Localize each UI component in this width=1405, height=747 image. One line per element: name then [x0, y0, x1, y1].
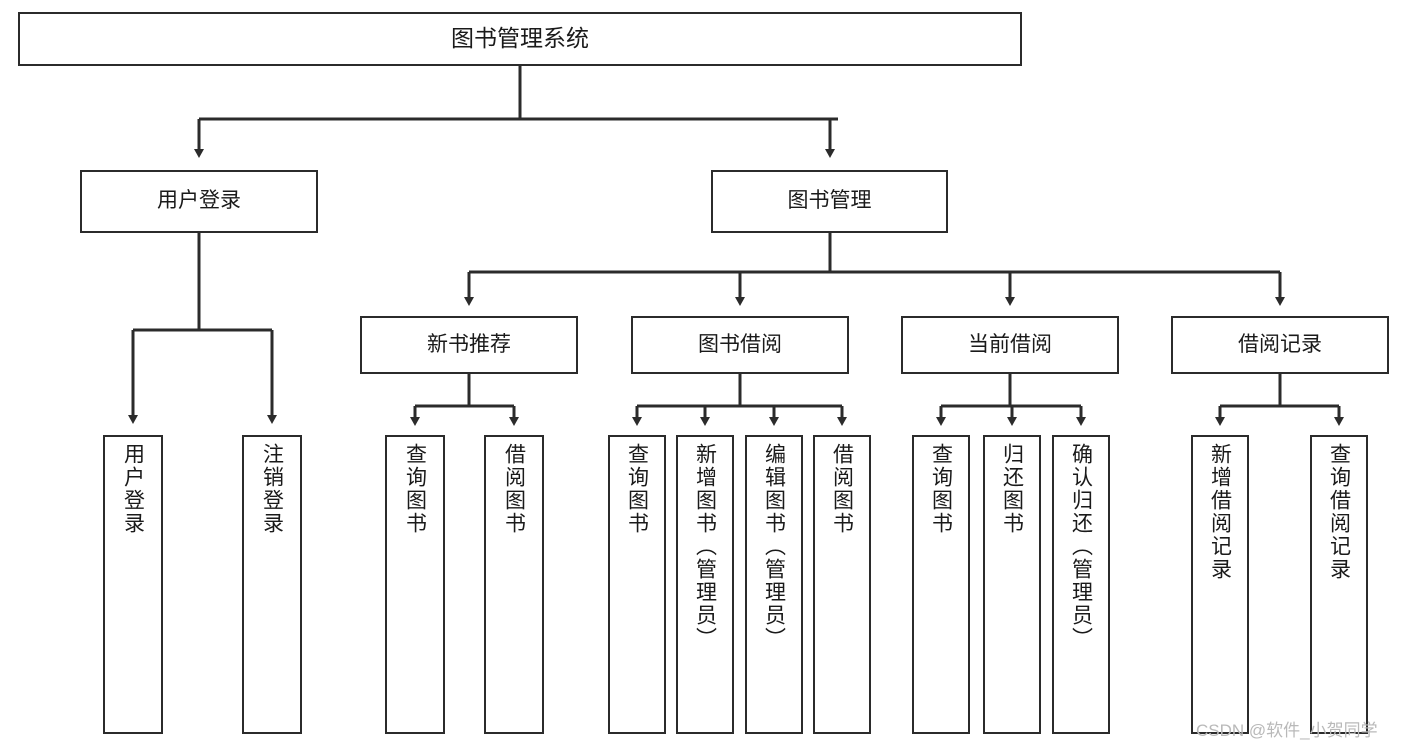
node-borrow-records[interactable]: 借阅记录 — [1171, 316, 1389, 374]
node-root[interactable]: 图书管理系统 — [18, 12, 1022, 66]
node-book-borrow[interactable]: 图书借阅 — [631, 316, 849, 374]
node-current-borrow[interactable]: 当前借阅 — [901, 316, 1119, 374]
node-book-management-label: 图书管理 — [787, 189, 872, 213]
node-leaf-label: 归还图书 — [1000, 443, 1024, 535]
node-leaf-logout[interactable]: 注销登录 — [242, 435, 302, 734]
node-leaf-borrow-book-new[interactable]: 借阅图书 — [484, 435, 544, 734]
node-leaf-user-login[interactable]: 用户登录 — [103, 435, 163, 734]
node-leaf-query-book-current[interactable]: 查询图书 — [912, 435, 970, 734]
node-leaf-borrow-book[interactable]: 借阅图书 — [813, 435, 871, 734]
node-leaf-label: 新增图书（管理员） — [693, 443, 717, 650]
node-leaf-label: 借阅图书 — [830, 443, 854, 535]
node-leaf-label: 确认归还（管理员） — [1069, 443, 1093, 650]
node-leaf-label: 注销登录 — [260, 443, 284, 535]
node-new-book-recommend[interactable]: 新书推荐 — [360, 316, 578, 374]
node-leaf-query-book-new[interactable]: 查询图书 — [385, 435, 445, 734]
node-leaf-label: 查询图书 — [625, 443, 649, 535]
node-leaf-add-borrow-record[interactable]: 新增借阅记录 — [1191, 435, 1249, 734]
node-book-borrow-label: 图书借阅 — [698, 332, 782, 356]
node-borrow-records-label: 借阅记录 — [1238, 332, 1322, 356]
node-leaf-query-borrow-record[interactable]: 查询借阅记录 — [1310, 435, 1368, 734]
node-leaf-label: 查询图书 — [403, 443, 427, 535]
node-leaf-label: 查询图书 — [929, 443, 953, 535]
node-leaf-query-book[interactable]: 查询图书 — [608, 435, 666, 734]
node-new-book-recommend-label: 新书推荐 — [427, 332, 511, 356]
node-user-login-label: 用户登录 — [157, 189, 241, 213]
node-leaf-label: 编辑图书（管理员） — [762, 443, 786, 650]
node-current-borrow-label: 当前借阅 — [968, 332, 1052, 356]
node-leaf-label: 用户登录 — [121, 443, 145, 535]
node-leaf-label: 新增借阅记录 — [1208, 443, 1232, 581]
node-leaf-label: 借阅图书 — [502, 443, 526, 535]
node-leaf-confirm-return-admin[interactable]: 确认归还（管理员） — [1052, 435, 1110, 734]
node-user-login[interactable]: 用户登录 — [80, 170, 318, 233]
node-book-management[interactable]: 图书管理 — [711, 170, 948, 233]
node-leaf-label: 查询借阅记录 — [1327, 443, 1351, 581]
node-leaf-return-book[interactable]: 归还图书 — [983, 435, 1041, 734]
node-leaf-edit-book-admin[interactable]: 编辑图书（管理员） — [745, 435, 803, 734]
csdn-watermark: CSDN @软件_小贺同学 — [1196, 721, 1378, 740]
node-root-label: 图书管理系统 — [451, 25, 589, 52]
node-leaf-add-book-admin[interactable]: 新增图书（管理员） — [676, 435, 734, 734]
